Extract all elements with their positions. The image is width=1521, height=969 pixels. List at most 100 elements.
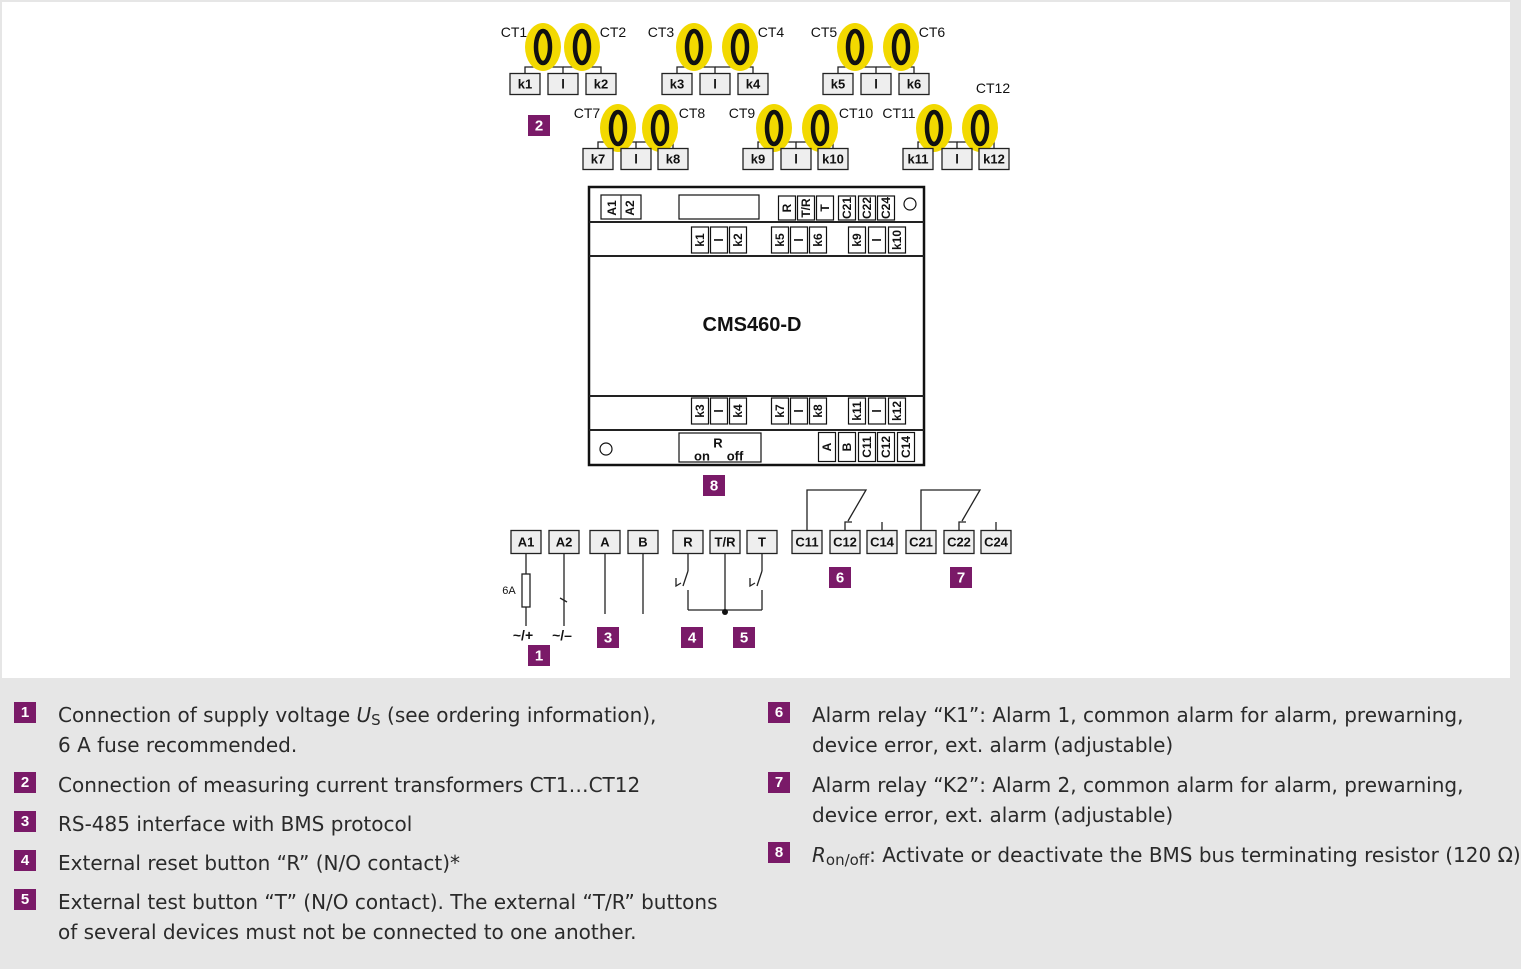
legend-text: Connection of measuring current transfor… [58, 770, 640, 800]
terminal-block-box [589, 529, 621, 555]
ct-label: CT12 [976, 80, 1010, 96]
current-transformer-core [924, 109, 944, 147]
terminal-block-label: C21 [909, 535, 933, 550]
terminal-block-label: A [600, 535, 610, 550]
ct-terminal-box [742, 147, 774, 171]
legend-text: Connection of supply voltage US (see ord… [58, 700, 656, 760]
current-transformer-core [764, 109, 784, 147]
termination-switch [678, 432, 762, 463]
termination-switch-off: off [727, 449, 744, 464]
legend-line: of several devices must not be connected… [58, 920, 637, 944]
ct-label: CT1 [501, 24, 528, 40]
marker-1-label: 1 [535, 648, 543, 665]
current-transformer-core [608, 109, 628, 147]
test-contact [756, 570, 763, 587]
legend-line: Ron/off: Activate or deactivate the BMS … [812, 843, 1521, 869]
current-transformer-ring [802, 104, 838, 152]
ct-terminal-label: l [794, 152, 798, 167]
device-ct-terminal-cell [728, 226, 748, 254]
device-bottom-terminal-cell [876, 431, 896, 463]
current-transformer-core [891, 28, 911, 66]
device-terminal-label: A1 [605, 200, 619, 216]
ct-terminal-label: k4 [746, 77, 761, 92]
terminal-block-label: T [758, 535, 766, 550]
current-transformer-ring [642, 104, 678, 152]
legend: 1 Connection of supply voltage US (see o… [0, 680, 1521, 969]
device-ct-terminal-label: k5 [773, 233, 787, 247]
terminal-block-label: C12 [833, 535, 857, 550]
device-ct-terminal-label: l [712, 238, 726, 241]
device-ct-terminal-label: k3 [693, 404, 707, 418]
current-transformer-core [845, 28, 865, 66]
terminal-block-label: A1 [518, 535, 535, 550]
device-ct-terminal-label: l [870, 238, 884, 241]
ct-terminal-box [902, 147, 934, 171]
current-transformer-ring [525, 23, 561, 71]
ct-terminal-label: l [561, 77, 565, 92]
legend-line: Connection of supply voltage US (see ord… [58, 703, 657, 729]
legend-line: 6 A fuse recommended. [58, 733, 298, 757]
reset-actuator [675, 578, 682, 588]
legend-item-7: 7 Alarm relay “K2”: Alarm 2, common alar… [768, 770, 1463, 830]
current-transformer-core [650, 109, 670, 147]
marker-5-badge [733, 627, 755, 648]
ct-terminal-box [657, 147, 689, 171]
marker-7-badge [950, 567, 972, 588]
ct-label: CT2 [600, 24, 627, 40]
marker-3-badge [597, 627, 619, 648]
ct-terminal-box [978, 147, 1010, 171]
device-top-terminal-cell [837, 195, 857, 221]
device-top-terminal-label: R [780, 203, 794, 212]
device-top-terminal-label: T/R [799, 198, 813, 218]
supply-label: ~/+ [513, 627, 533, 643]
mounting-hole [903, 197, 917, 211]
device-top-terminal-cell [796, 195, 816, 221]
current-transformer-ring [916, 104, 952, 152]
ct-terminal-label: k12 [983, 152, 1005, 167]
ct-terminal-label: k2 [594, 77, 608, 92]
ct-terminal-box [661, 72, 693, 96]
supply-wire [559, 597, 568, 603]
legend-marker: 2 [14, 772, 36, 793]
device-ct-terminal-cell [867, 397, 887, 425]
device-top-terminal-cell [857, 195, 877, 221]
terminal-block-box [709, 529, 741, 555]
ct-terminal-label: k6 [907, 77, 921, 92]
marker-8-label: 8 [710, 478, 718, 495]
device-ct-terminal-label: k9 [850, 233, 864, 247]
marker-4-badge [681, 627, 703, 648]
relay-k2-contact [958, 521, 966, 531]
legend-text: Alarm relay “K1”: Alarm 1, common alarm … [812, 700, 1463, 760]
test-actuator [749, 578, 756, 588]
legend-item-4: 4 External reset button “R” (N/O contact… [14, 848, 460, 878]
device-top-terminal-label: T [818, 204, 832, 212]
device-ct-terminal-cell [709, 226, 729, 254]
device-ct-terminal-label: k6 [811, 233, 825, 247]
device-top-terminal-cell [876, 195, 896, 221]
device-ct-terminal-label: k1 [693, 233, 707, 247]
ct-terminal-label: l [713, 77, 717, 92]
device-bottom-terminal-cell [857, 431, 877, 463]
device-ct-terminal-label: k7 [773, 404, 787, 418]
legend-text: RS-485 interface with BMS protocol [58, 809, 412, 839]
device-ct-terminal-label: k8 [811, 404, 825, 418]
device-ct-terminal-cell [690, 226, 710, 254]
ct-terminal-label: k1 [518, 77, 532, 92]
ct-terminal-label: l [955, 152, 959, 167]
ct-terminal-label: k10 [822, 152, 844, 167]
ct-terminal-box [817, 147, 849, 171]
fuse [521, 573, 531, 608]
device-ct-terminal-cell [709, 397, 729, 425]
device-ct-terminal-cell [887, 226, 907, 254]
device-terminal-group [678, 194, 760, 220]
device-ct-terminal-cell [808, 226, 828, 254]
device-bottom-terminal-cell [896, 431, 916, 463]
terminal-block-label: B [638, 535, 647, 550]
terminal-block-box [746, 529, 778, 555]
legend-item-8: 8 Ron/off: Activate or deactivate the BM… [768, 840, 1521, 870]
device-terminal-label: A2 [623, 200, 637, 216]
ct-terminal-label: l [634, 152, 638, 167]
ct-terminal-label: k7 [591, 152, 605, 167]
ct-label: CT4 [758, 24, 785, 40]
current-transformer-ring [883, 23, 919, 71]
